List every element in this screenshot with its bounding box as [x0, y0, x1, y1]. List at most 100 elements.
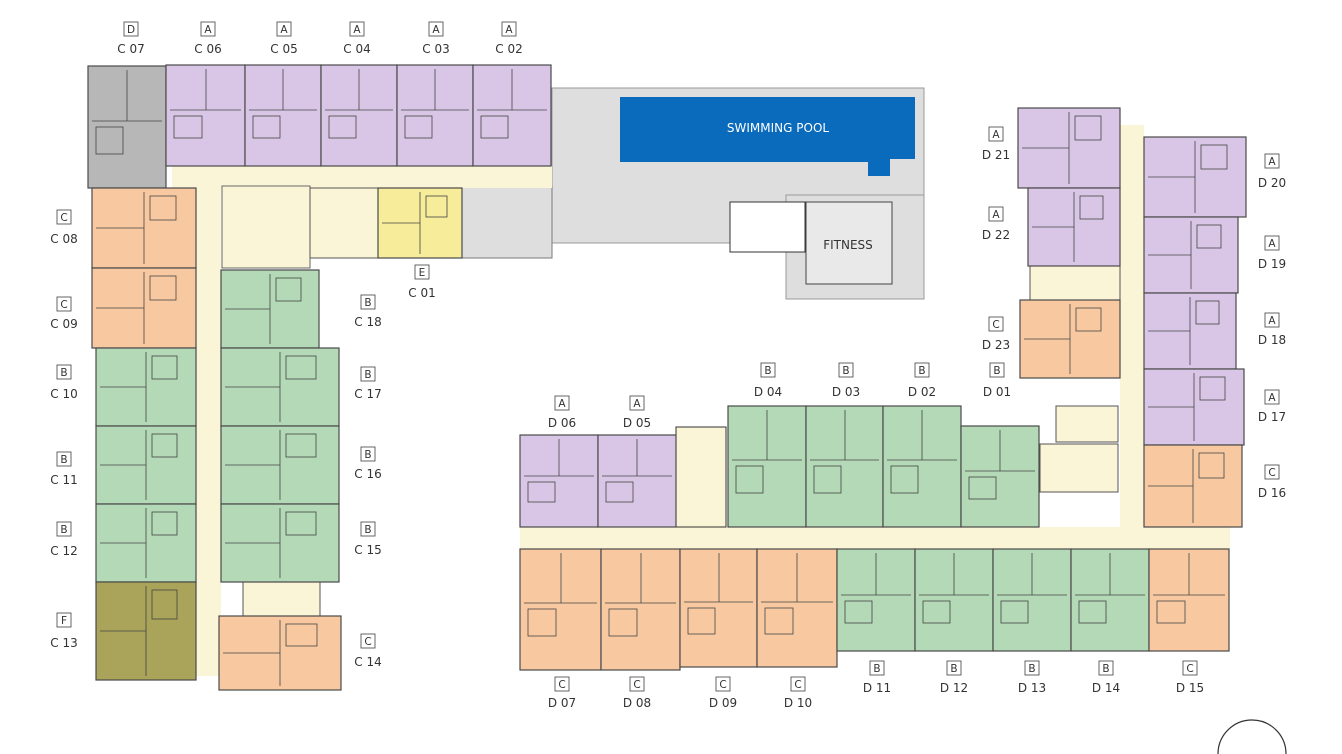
unit-d-14-type: B	[1102, 663, 1109, 675]
unit-d-15-label: D 15	[1176, 681, 1204, 695]
unit-c-11-label: C 11	[50, 473, 77, 487]
unit-c-16-type-box	[360, 446, 376, 462]
unit-c-01-type-box	[414, 264, 430, 280]
bathroom-outline	[151, 511, 178, 536]
bathroom-outline	[922, 600, 951, 624]
unit-d-17-type-box	[1264, 389, 1280, 405]
unit-d-03-type-box	[838, 362, 854, 378]
unit-d-07-type-box	[554, 676, 570, 692]
bathroom-outline	[1156, 600, 1186, 624]
unit-c-18-type-box	[360, 294, 376, 310]
bathroom-outline	[1199, 376, 1226, 401]
unit-d-03-label: D 03	[832, 385, 860, 399]
unit-c-17-type-box	[360, 366, 376, 382]
unit-d-12-label: D 12	[940, 681, 968, 695]
unit-c-06-type: A	[204, 24, 212, 36]
bathroom-outline	[1195, 300, 1220, 325]
unit-d-07-label: D 07	[548, 696, 576, 710]
unit-c-11-type: B	[60, 454, 67, 466]
unit-d-08-type-box	[629, 676, 645, 692]
bathroom-outline	[764, 607, 794, 635]
fitness-label: FITNESS	[823, 238, 873, 252]
unit-c-06-label: C 06	[194, 42, 221, 56]
stair-east	[1029, 265, 1121, 301]
bathroom-outline	[151, 355, 178, 380]
unit-c-03-type: A	[432, 24, 440, 36]
pool-ledge	[868, 150, 890, 176]
bathroom-outline	[151, 433, 178, 458]
unit-c-18-label: C 18	[354, 315, 381, 329]
stair-east-low	[1039, 443, 1119, 493]
bathroom-outline	[687, 607, 716, 635]
bathroom-outline	[252, 115, 281, 139]
pool-step	[620, 150, 870, 162]
bathroom-outline	[527, 608, 557, 637]
unit-c-14-label: C 14	[354, 655, 381, 669]
unit-c-13-type: F	[61, 615, 67, 627]
bathroom-outline	[285, 623, 318, 647]
bathroom-outline	[1200, 144, 1228, 170]
unit-d-05-label: D 05	[623, 416, 651, 430]
unit-d-04-label: D 04	[754, 385, 782, 399]
unit-d-10-type-box	[790, 676, 806, 692]
unit-c-02-label: C 02	[495, 42, 522, 56]
unit-d-11-type: B	[873, 663, 880, 675]
unit-d-18-type-box	[1264, 312, 1280, 328]
bathroom-outline	[285, 355, 317, 380]
unit-d-10-type: C	[794, 679, 801, 691]
unit-d-23-type: C	[992, 319, 999, 331]
unit-d-20-type: A	[1268, 156, 1276, 168]
unit-d-13-label: D 13	[1018, 681, 1046, 695]
unit-c-13-label: C 13	[50, 636, 77, 650]
unit-d-04-type: B	[764, 365, 771, 377]
unit-d-19-type-box	[1264, 235, 1280, 251]
unit-d-21-label: D 21	[982, 148, 1010, 162]
unit-d-07-block[interactable]	[519, 548, 602, 671]
fitness-room	[805, 201, 893, 285]
swimming-pool-label: SWIMMING POOL	[727, 121, 829, 135]
bathroom-outline	[275, 277, 302, 302]
common-areas	[172, 87, 1230, 676]
unit-d-01-type-box	[989, 362, 1005, 378]
bathroom-outline	[1000, 600, 1029, 624]
unit-c-14-type: C	[364, 636, 371, 648]
amenity-labels: SWIMMING POOL FITNESS	[727, 121, 873, 252]
unit-d-04-type-box	[760, 362, 776, 378]
unit-d-08-block[interactable]	[600, 548, 681, 671]
bathroom-outline	[608, 608, 638, 637]
unit-c-05-type-box	[276, 21, 292, 37]
unit-d-09-label: D 09	[709, 696, 737, 710]
bathroom-outline	[149, 195, 177, 221]
unit-c-14-type-box	[360, 633, 376, 649]
unit-d-10-label: D 10	[784, 696, 812, 710]
stair-south	[675, 426, 727, 528]
unit-d-14-type-box	[1098, 660, 1114, 676]
service-core	[461, 185, 553, 259]
unit-d-03-block[interactable]	[805, 405, 884, 528]
unit-d-21-type: A	[992, 129, 1000, 141]
unit-d-12-type: B	[950, 663, 957, 675]
unit-d-16-type: C	[1268, 467, 1275, 479]
unit-d-02-label: D 02	[908, 385, 936, 399]
unit-d-01-label: D 01	[983, 385, 1011, 399]
pool-water	[620, 97, 915, 159]
corner-circle	[1217, 719, 1287, 754]
unit-d-11-label: D 11	[863, 681, 891, 695]
unit-c-08-label: C 08	[50, 232, 77, 246]
unit-c-16-label: C 16	[354, 467, 381, 481]
corridor-north	[172, 166, 552, 188]
bathroom-outline	[1196, 224, 1222, 249]
unit-d-11-type-box	[869, 660, 885, 676]
unit-d-19-label: D 19	[1258, 257, 1286, 271]
bathroom-outline	[425, 195, 448, 218]
bathroom-outline	[527, 481, 556, 503]
unit-d-01-type: B	[993, 365, 1000, 377]
unit-c-07-label: C 07	[117, 42, 144, 56]
unit-d-02-type: B	[918, 365, 925, 377]
bathroom-outline	[844, 600, 873, 624]
unit-c-06-block[interactable]	[165, 64, 246, 167]
stair-north	[309, 187, 379, 259]
bathroom-outline	[404, 115, 433, 139]
corridor-south	[520, 527, 1230, 549]
unit-c-04-type: A	[353, 24, 361, 36]
